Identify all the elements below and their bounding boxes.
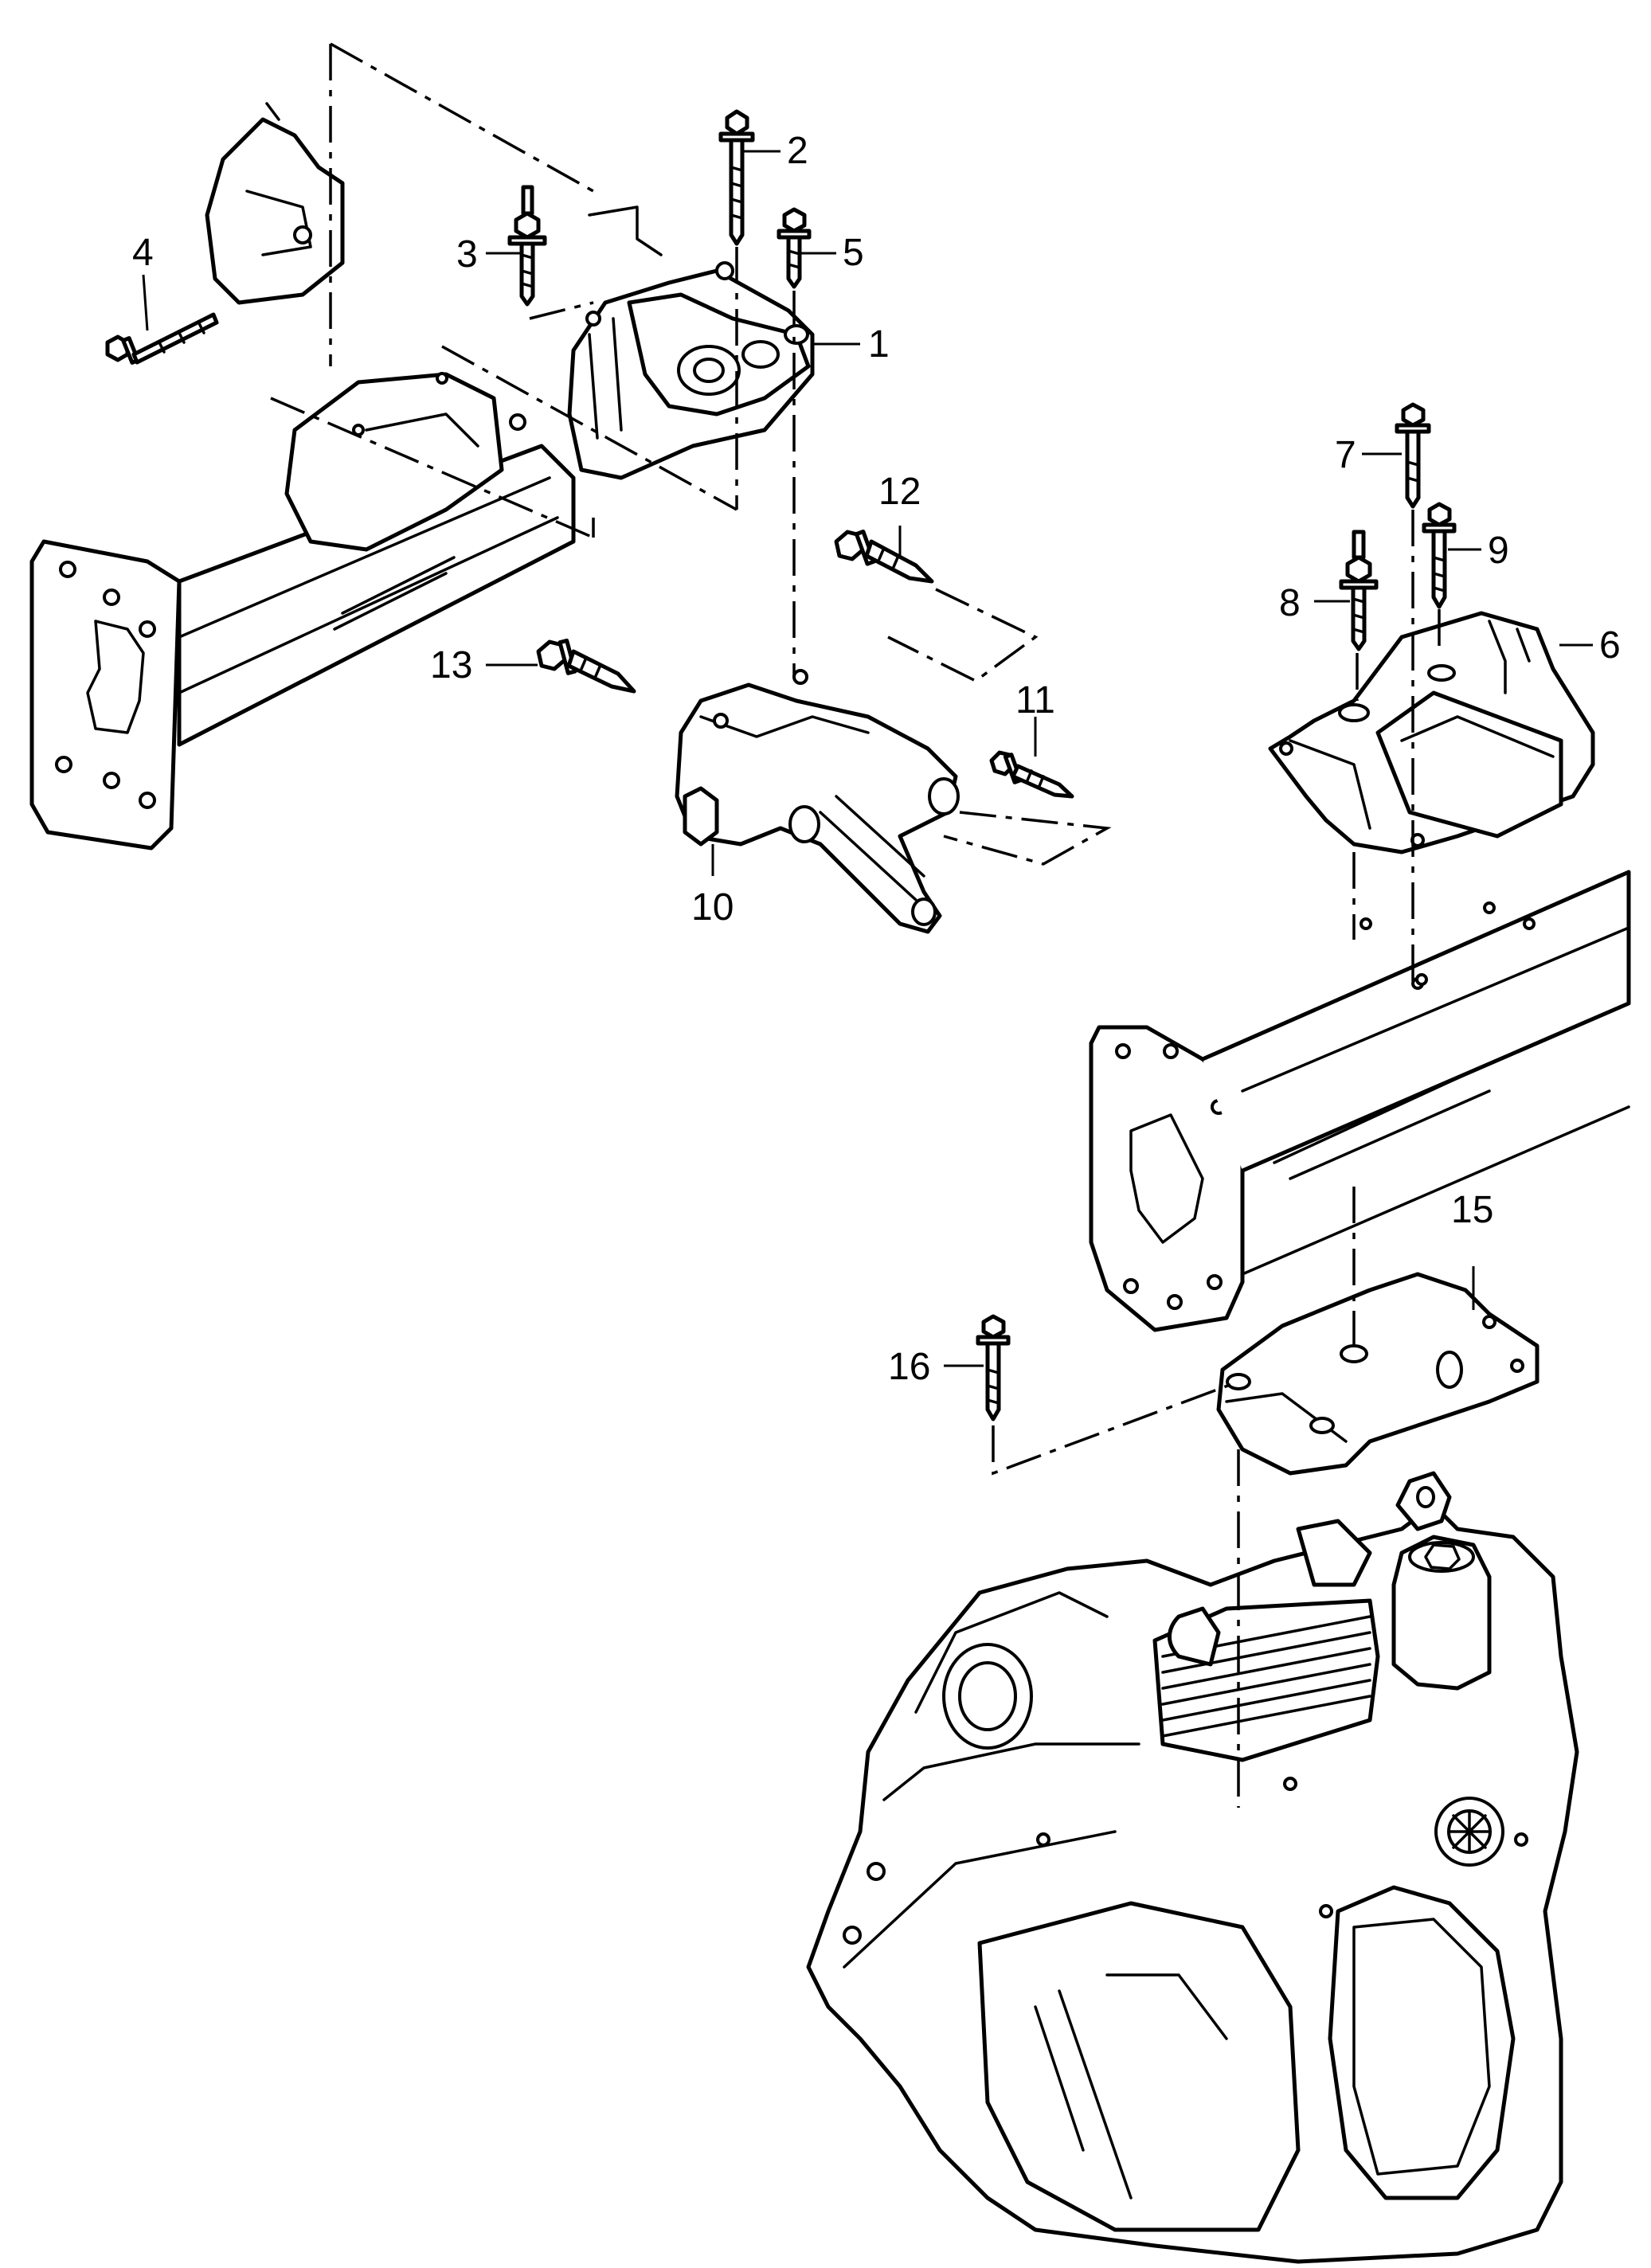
callout-2: 2: [787, 130, 808, 172]
callout-13: 13: [430, 644, 472, 686]
callout-15: 15: [1451, 1189, 1493, 1231]
bolt-12: [834, 529, 934, 584]
callout-4: 4: [132, 232, 154, 274]
gearbox: [806, 1471, 1579, 2264]
bolt-13: [536, 638, 636, 694]
pendulum-support: [675, 669, 960, 934]
bolt-7: [1395, 402, 1431, 509]
bolt-4: [105, 312, 219, 365]
bolt-8: [1339, 530, 1379, 651]
assembly-lines: [270, 42, 1441, 1808]
callout-1: 1: [868, 323, 890, 366]
bolt-11: [989, 750, 1074, 799]
callout-12: 12: [878, 471, 921, 513]
callout-6: 6: [1599, 624, 1621, 667]
gearbox-mount: [1268, 611, 1595, 854]
callout-16: 16: [888, 1346, 930, 1388]
callout-3: 3: [456, 233, 478, 276]
right-subframe-member: [1089, 870, 1631, 1332]
callout-leaders: [142, 150, 1593, 1367]
callout-7: 7: [1335, 434, 1356, 476]
bolt-9: [1422, 502, 1457, 609]
callout-9: 9: [1488, 530, 1509, 572]
bolt-5: [777, 207, 812, 289]
callout-10: 10: [691, 886, 734, 929]
bolt-3: [507, 185, 547, 307]
callout-11: 11: [1015, 679, 1055, 721]
bolt-16: [976, 1314, 1011, 1421]
bolt-2: [718, 109, 755, 246]
callout-5: 5: [843, 232, 864, 274]
engine-mount-bracket: [567, 205, 815, 480]
gearbox-carrier: [1216, 1272, 1539, 1476]
callout-8: 8: [1279, 582, 1301, 624]
left-subframe-member: [29, 102, 576, 850]
